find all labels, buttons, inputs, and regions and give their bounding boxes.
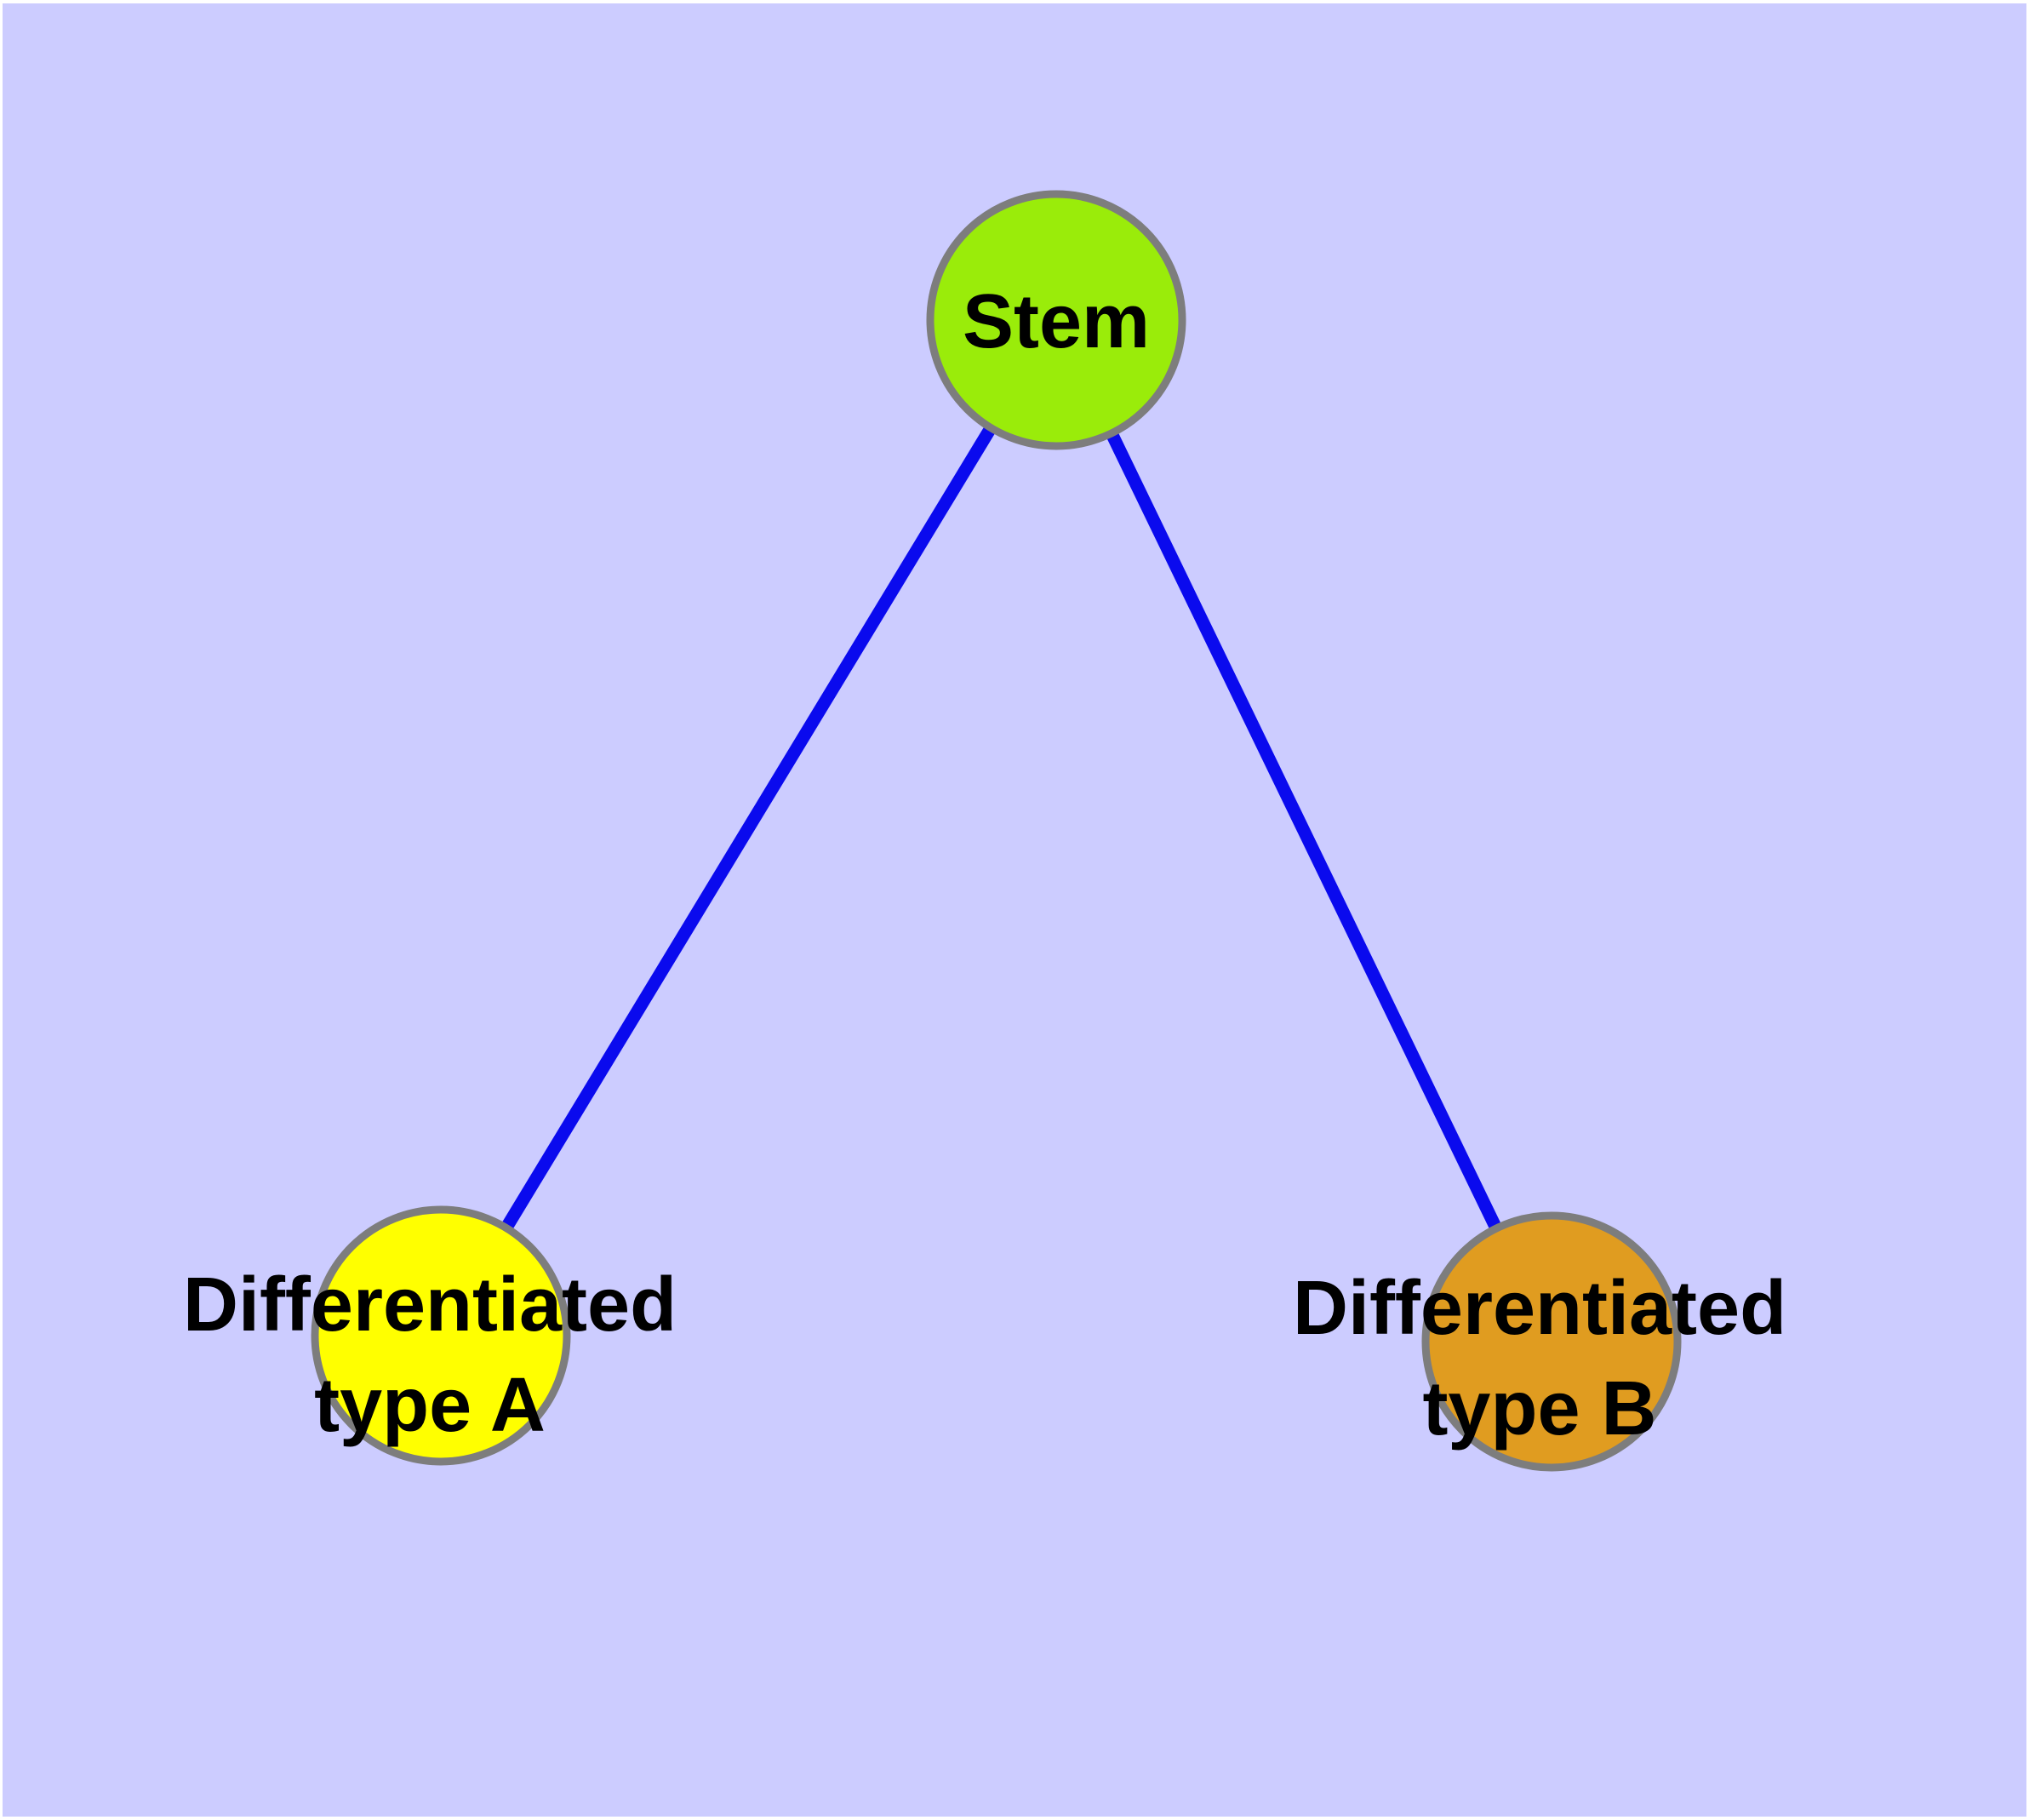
stem-node-label: Stem (962, 279, 1151, 364)
graph-svg (311, 190, 1682, 1472)
edge-stem-to-type-b (1106, 430, 1502, 1232)
differentiated-type-a-node (311, 1205, 571, 1466)
stem-node (926, 190, 1186, 450)
edge-stem-to-type-a (500, 425, 997, 1231)
differentiated-type-b-node-label: Differentiated type B (1292, 1266, 1787, 1451)
differentiated-type-a-node-label: Differentiated type A (182, 1262, 677, 1448)
differentiated-type-b-node (1421, 1211, 1682, 1472)
plot-area: Stem Differentiated type A Differentiate… (3, 3, 2026, 1817)
